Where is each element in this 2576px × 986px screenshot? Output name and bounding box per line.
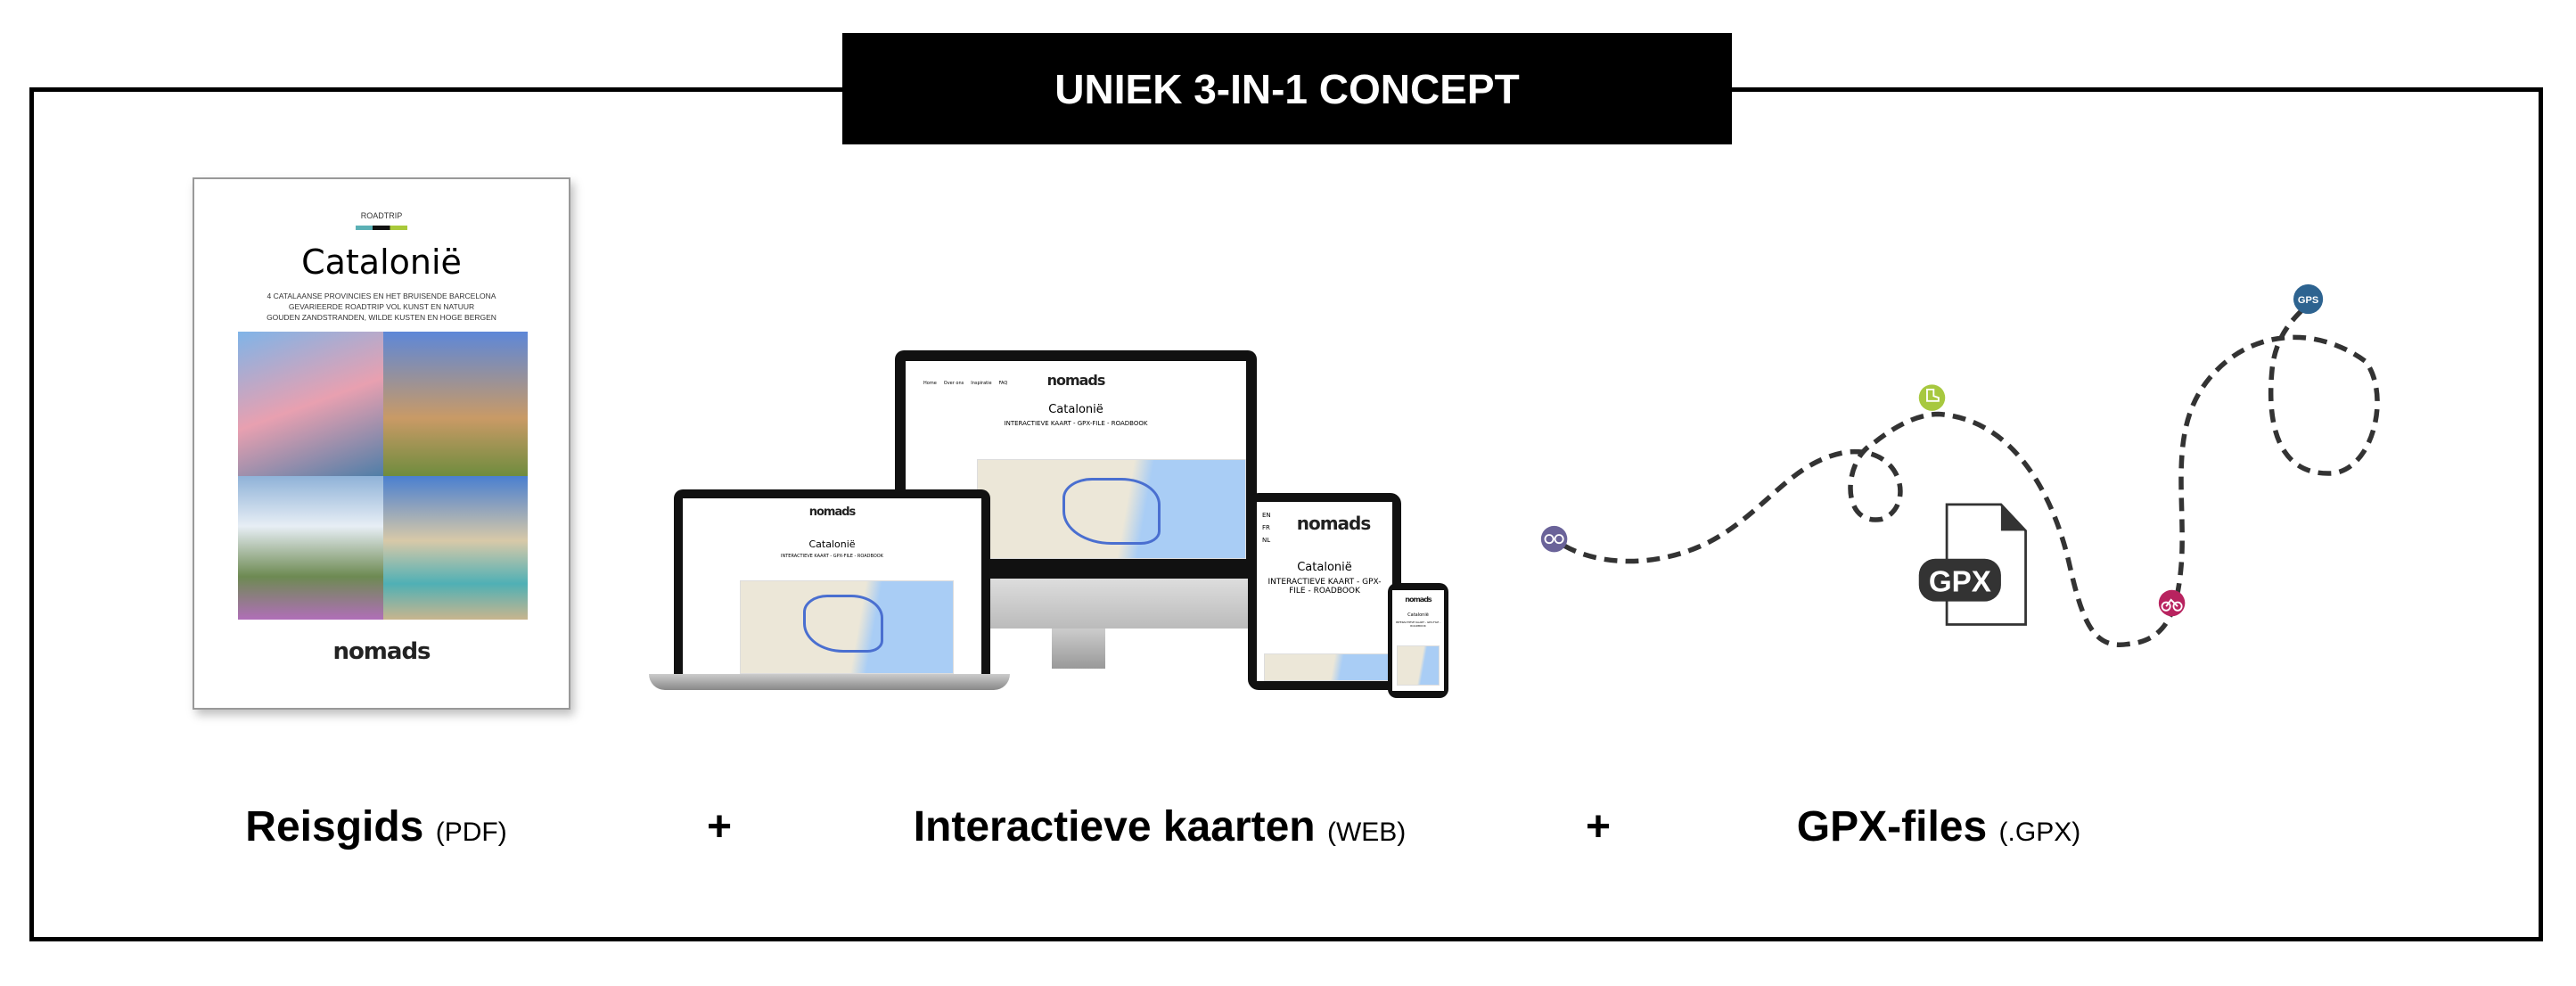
bicycle-icon (2158, 589, 2186, 617)
laptop: nomads Catalonië INTERACTIEVE KAART - GP… (674, 489, 990, 674)
photo-sagrada-familia (382, 332, 528, 476)
site-title: Catalonië (808, 538, 856, 550)
subtitle-line: 4 CATALAANSE PROVINCIES EN HET BRUISENDE… (267, 292, 496, 300)
site-logo: nomads (1296, 513, 1372, 534)
phone: nomads Catalonië INTERACTIEVE KAART - GP… (1388, 583, 1448, 698)
photo-grid (238, 332, 528, 620)
lang-fr[interactable]: FR (1262, 524, 1270, 531)
laptop-base (649, 674, 1010, 690)
nomads-logo: nomads (332, 638, 431, 665)
interactive-map[interactable] (1397, 645, 1440, 686)
feature-reisgids: Reisgids (PDF) (245, 802, 506, 851)
plus-sign: + (706, 803, 733, 850)
site-title: Catalonië (1048, 403, 1103, 416)
feature-gpx-files: GPX-files (.GPX) (1797, 802, 2080, 851)
guide-kicker: ROADTRIP (360, 211, 403, 220)
feature-format: (PDF) (435, 818, 507, 847)
gps-pin: GPS (2293, 283, 2324, 315)
desktop-screen: Home Over ons Inspiratie FAQ nomads Cata… (906, 361, 1246, 559)
site-subtitle: INTERACTIEVE KAART - GPX-FILE - ROADBOOK (1004, 420, 1148, 427)
feature-format: (.GPX) (1998, 818, 2081, 847)
plus-sign: + (1585, 803, 1612, 850)
site-subtitle: INTERACTIEVE KAART - GPX-FILE - ROADBOOK (781, 554, 883, 559)
tablet-screen: EN FR NL nomads Catalonië INTERACTIEVE K… (1257, 502, 1392, 681)
tablet: EN FR NL nomads Catalonië INTERACTIEVE K… (1248, 493, 1401, 690)
phone-screen: nomads Catalonië INTERACTIEVE KAART - GP… (1392, 590, 1444, 691)
laptop-screen: nomads Catalonië INTERACTIEVE KAART - GP… (683, 498, 981, 674)
travel-guide-cover: ROADTRIP Catalonië 4 CATALAANSE PROVINCI… (193, 177, 570, 710)
site-title: Catalonië (1297, 561, 1352, 574)
nav-over-ons[interactable]: Over ons (943, 381, 964, 386)
gpx-file-label: GPX (1929, 566, 1991, 599)
lang-nl[interactable]: NL (1262, 537, 1271, 544)
interactive-map[interactable] (1264, 653, 1389, 681)
site-nav: Home Over ons Inspiratie FAQ (923, 381, 1007, 386)
site-logo: nomads (1046, 372, 1106, 389)
nav-faq[interactable]: FAQ (998, 381, 1008, 386)
feature-interactieve-kaarten: Interactieve kaarten (WEB) (914, 802, 1407, 851)
guide-subtitle: 4 CATALAANSE PROVINCIES EN HET BRUISENDE… (194, 291, 569, 323)
gpx-file-icon: GPX (1918, 503, 2027, 626)
binoculars-icon (1540, 525, 1568, 553)
site-logo: nomads (1405, 596, 1432, 604)
guide-title: Catalonië (301, 242, 462, 282)
map-route (1062, 478, 1161, 545)
map-route (803, 595, 883, 653)
nav-home[interactable]: Home (923, 381, 937, 386)
feature-format: (WEB) (1326, 818, 1407, 847)
photo-beach-village (382, 475, 528, 620)
interactive-map[interactable] (977, 459, 1246, 559)
color-bar (356, 226, 407, 230)
feature-name: Reisgids (245, 803, 424, 850)
subtitle-line: GOUDEN ZANDSTRANDEN, WILDE KUSTEN EN HOG… (267, 313, 496, 322)
photo-mountains (238, 475, 383, 620)
gps-label: GPS (2298, 295, 2318, 306)
site-subtitle: INTERACTIEVE KAART - GPX-FILE - ROADBOOK (1267, 578, 1382, 596)
lang-en[interactable]: EN (1262, 512, 1271, 519)
site-title: Catalonië (1407, 612, 1429, 618)
dashed-route (1563, 307, 2380, 648)
site-logo: nomads (808, 505, 857, 519)
nav-inspiratie[interactable]: Inspiratie (971, 381, 992, 386)
site-subtitle: INTERACTIEVE KAART - GPX-FILE - ROADBOOK (1395, 620, 1441, 628)
photo-coast-flowers (238, 332, 383, 476)
hiking-boot-icon (1918, 384, 1946, 411)
monitor-stand (1052, 629, 1105, 669)
feature-name: Interactieve kaarten (913, 803, 1316, 850)
page-title: UNIEK 3-IN-1 CONCEPT (842, 33, 1732, 144)
interactive-map[interactable] (740, 580, 954, 674)
feature-name: GPX-files (1796, 803, 1988, 850)
language-switcher: EN FR NL (1262, 509, 1271, 546)
subtitle-line: GEVARIEERDE ROADTRIP VOL KUNST EN NATUUR (288, 302, 475, 311)
